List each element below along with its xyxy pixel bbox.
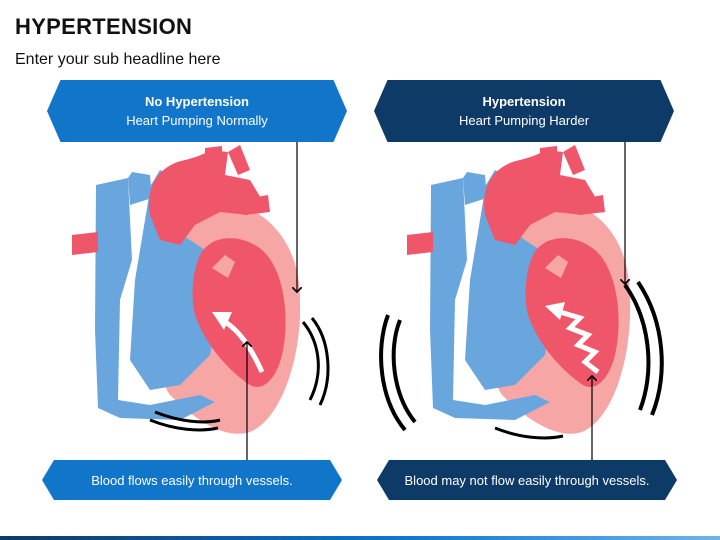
hypertension-heading: Hypertension (482, 94, 566, 109)
footer-bar (0, 536, 720, 540)
no-hypertension-subheading: Heart Pumping Normally (126, 113, 268, 128)
hypertension-header: Hypertension Heart Pumping Harder (374, 80, 674, 142)
hypertension-caption: Blood may not flow easily through vessel… (377, 460, 677, 500)
page-subtitle: Enter your sub headline here (15, 51, 221, 68)
no-hypertension-heading: No Hypertension (144, 94, 249, 109)
hypertensive-heart-icon (379, 145, 664, 440)
normal-heart-icon (72, 145, 330, 434)
hypertension-subheading: Heart Pumping Harder (458, 113, 590, 128)
normal-caption: Blood flows easily through vessels. (42, 460, 342, 500)
no-hypertension-header: No Hypertension Heart Pumping Normally (47, 80, 347, 142)
page-title: HYPERTENSION (15, 14, 193, 39)
